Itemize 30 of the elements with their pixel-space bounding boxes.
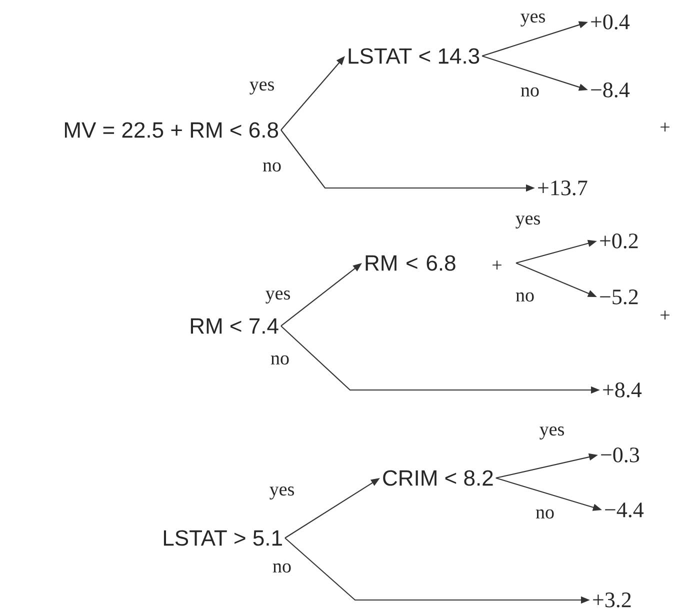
- edge-label: yes: [268, 485, 296, 501]
- condition-text: RM < 6.8: [366, 255, 456, 271]
- edge-label: no: [270, 354, 290, 366]
- edge-label: yes: [519, 12, 547, 28]
- value-text: +0.2: [600, 234, 638, 248]
- edge-label: no: [272, 562, 292, 574]
- edge-label: no: [534, 508, 556, 520]
- value-text: −4.4: [605, 502, 644, 518]
- value-text: −8.4: [591, 82, 630, 98]
- value-text: −0.3: [601, 448, 640, 462]
- edge-label: no: [262, 161, 282, 173]
- condition-text: CRIM < 8.2: [383, 470, 493, 486]
- edge-label: yes: [248, 80, 276, 96]
- edge-label: yes: [264, 289, 292, 305]
- condition-text: MV = 22.5 + RM < 6.8: [64, 122, 278, 138]
- plus-sign: +: [492, 260, 502, 270]
- value-text: +3.2: [593, 592, 631, 608]
- condition-text: LSTAT > 5.1: [164, 530, 282, 546]
- edge-label: yes: [514, 214, 542, 230]
- edge-label: no: [520, 86, 540, 98]
- edge-label: yes: [538, 425, 566, 441]
- edge-label: no: [514, 291, 536, 303]
- condition-text: RM < 7.4: [190, 318, 278, 334]
- plus-sign: +: [660, 310, 670, 320]
- plus-sign: +: [660, 122, 670, 132]
- value-text: +13.7: [538, 180, 588, 196]
- value-text: +0.4: [591, 14, 630, 30]
- value-text: −5.2: [600, 290, 638, 304]
- condition-text: LSTAT < 14.3: [348, 48, 480, 64]
- value-text: +8.4: [603, 382, 642, 398]
